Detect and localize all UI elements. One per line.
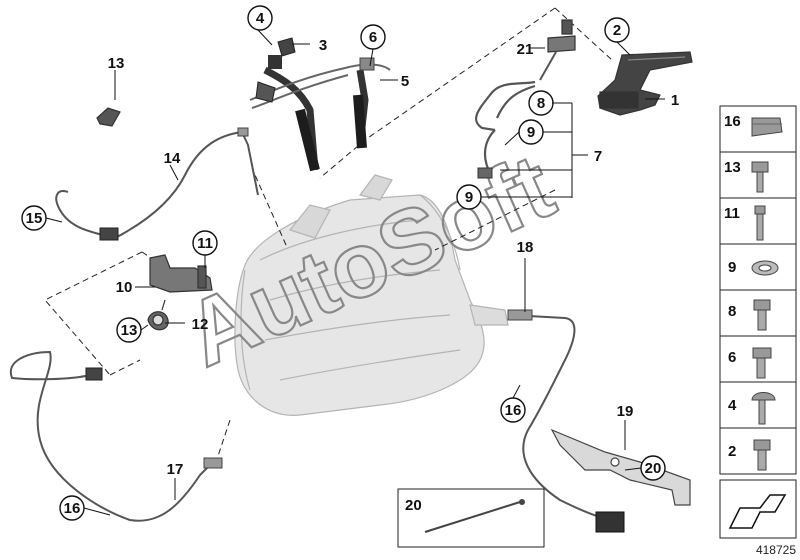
- callout-9-upper: 9: [527, 124, 535, 141]
- sidebar-item-label: 8: [728, 303, 736, 320]
- callout-10: 10: [116, 279, 133, 296]
- callout-leaders: [45, 29, 665, 516]
- catalytic-converter-drawing: [234, 174, 509, 416]
- sidebar-item-label: 13: [724, 159, 741, 176]
- sensor-15-cable-drawing: [55, 127, 259, 241]
- callout-16-right: 16: [505, 402, 522, 419]
- control-unit-drawing: [597, 51, 693, 116]
- callout-19: 19: [617, 403, 634, 420]
- hose-assembly-drawing: [249, 37, 391, 172]
- sidebar-item-label: 9: [728, 259, 736, 276]
- sidebar-item-label: 6: [728, 349, 736, 366]
- callout-11: 11: [197, 235, 213, 252]
- reference-number: 418725: [756, 543, 796, 557]
- callout-2: 2: [613, 22, 621, 39]
- sensor-21-drawing: [539, 19, 576, 81]
- sidebar-item-label: 2: [728, 443, 736, 460]
- sensor-17-cable-drawing: [9, 350, 223, 522]
- bracket-19-drawing: [550, 428, 691, 506]
- sensor-18-cable-drawing: [507, 309, 625, 533]
- callout-18: 18: [517, 239, 534, 256]
- callout-8: 8: [537, 95, 545, 112]
- callout-21: 21: [517, 41, 534, 58]
- callout-5: 5: [401, 73, 409, 90]
- callout-circles: [21, 5, 666, 521]
- sidebar-item-label: 11: [724, 205, 740, 222]
- inset-box-label: 20: [405, 497, 422, 514]
- callout-16-lower: 16: [64, 500, 81, 517]
- callout-3: 3: [319, 37, 327, 54]
- callout-17: 17: [167, 461, 184, 478]
- inset-box-20: [397, 488, 545, 548]
- callout-14: 13: [108, 55, 125, 72]
- callout-6: 6: [369, 29, 377, 46]
- clip-14-drawing: [96, 107, 121, 127]
- sidebar-item-label: 16: [724, 113, 741, 130]
- callout-4: 4: [256, 10, 265, 27]
- callout-7: 7: [594, 148, 602, 165]
- callout-13: 13: [121, 322, 138, 339]
- sidebar-part-icons: [728, 117, 787, 529]
- sensor-cable-7-drawing: [475, 80, 536, 179]
- sidebar-item-label: 4: [728, 397, 737, 414]
- bracket-10-drawing: [147, 254, 213, 331]
- callout-9-lower: 9: [465, 189, 473, 206]
- callout-12: 12: [192, 316, 209, 333]
- callout-16-upper: 15: [26, 210, 43, 227]
- callout-15: 14: [164, 150, 181, 167]
- callout-1: 1: [671, 92, 679, 109]
- callout-20: 20: [645, 460, 662, 477]
